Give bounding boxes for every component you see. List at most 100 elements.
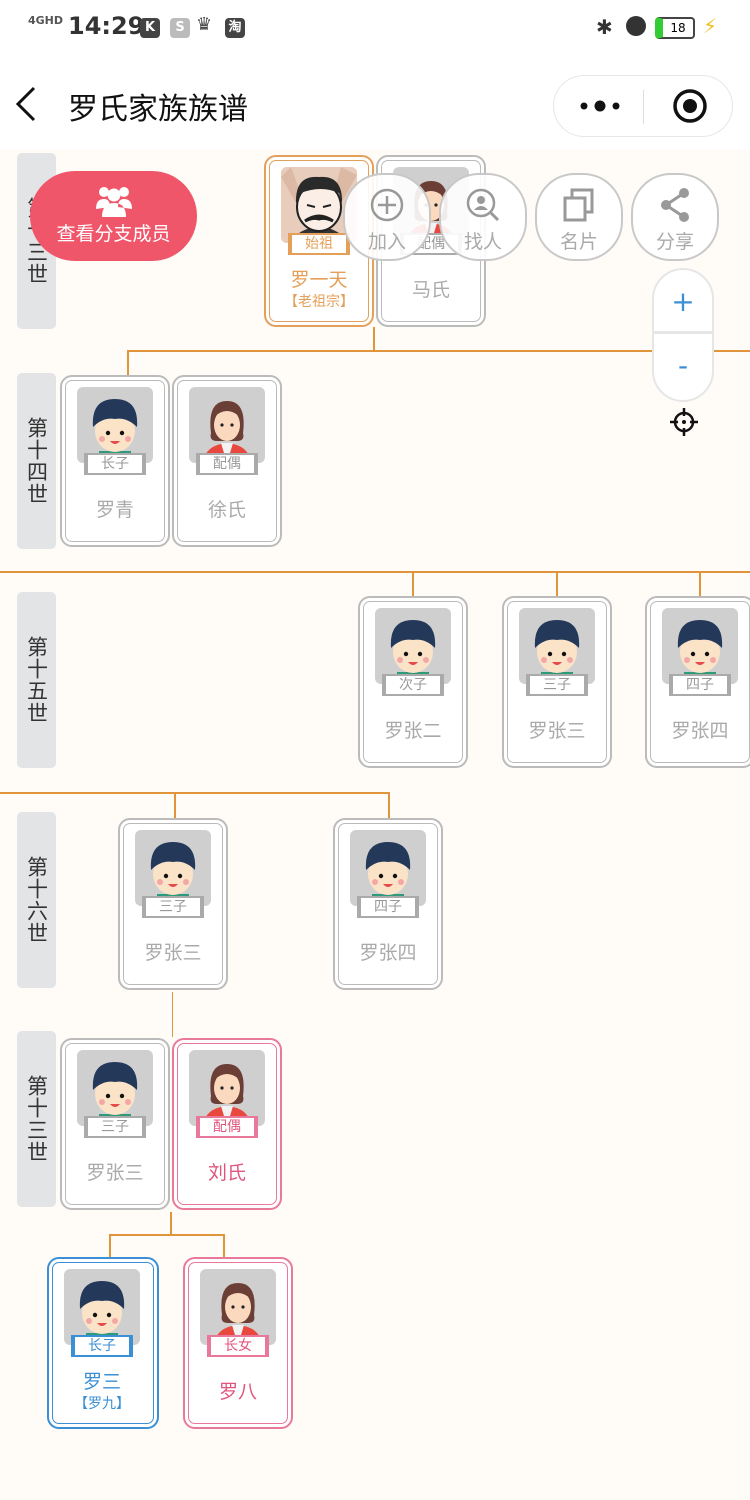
- find-person-label: 找人: [463, 231, 502, 253]
- find-person-button[interactable]: 找人: [439, 173, 527, 261]
- share-button[interactable]: 分享: [631, 173, 719, 261]
- relation-badge: 三子: [84, 1116, 146, 1138]
- target-icon[interactable]: [672, 88, 708, 124]
- member-card[interactable]: 长子 罗青: [60, 375, 170, 547]
- member-card[interactable]: 四子 罗张四: [645, 596, 750, 768]
- member-alias: 【老祖宗】: [284, 294, 354, 310]
- taobao-icon: 淘: [225, 18, 245, 38]
- s-app-icon: S: [170, 18, 190, 38]
- relation-badge: 长子: [84, 453, 146, 475]
- plus-circle-icon: [370, 188, 404, 222]
- zoom-control: + -: [652, 268, 714, 402]
- member-card[interactable]: 三子 罗张三: [502, 596, 612, 768]
- avatar: [64, 1269, 140, 1345]
- member-card[interactable]: 长子 罗三 【罗九】: [47, 1257, 159, 1429]
- avatar: [135, 830, 211, 906]
- view-branch-members-button[interactable]: 查看分支成员: [30, 171, 197, 261]
- avatar: [662, 608, 738, 684]
- member-name: 罗张三: [86, 1162, 144, 1184]
- avatar: [189, 1050, 265, 1126]
- crown-icon: ♛: [196, 14, 213, 35]
- connector-line: [0, 571, 750, 573]
- connector-line: [172, 992, 173, 1037]
- generation-label: 第十四世: [17, 373, 56, 549]
- status-bar: 4GHD 14:29 K S ♛ 淘 ✱ 18 ⚡: [0, 0, 750, 56]
- relation-badge: 三子: [142, 896, 204, 918]
- join-button[interactable]: 加入: [343, 173, 431, 261]
- zoom-out-button[interactable]: -: [677, 349, 689, 382]
- member-name: 徐氏: [207, 499, 246, 521]
- member-name: 罗青: [95, 499, 134, 521]
- member-name: 马氏: [411, 279, 450, 301]
- share-label: 分享: [655, 231, 694, 253]
- relation-badge: 配偶: [196, 453, 258, 475]
- share-icon: [661, 188, 689, 222]
- relation-badge: 四子: [357, 896, 419, 918]
- back-arrow-icon[interactable]: [14, 86, 38, 122]
- k-app-icon: K: [140, 18, 160, 38]
- connector-line: [223, 1234, 225, 1257]
- business-card-button[interactable]: 名片: [535, 173, 623, 261]
- more-dots-icon[interactable]: [578, 98, 622, 114]
- generation-label: 第十三世: [17, 1031, 56, 1207]
- generation-label: 第十五世: [17, 592, 56, 768]
- member-name: 罗八: [218, 1381, 257, 1403]
- avatar: [77, 387, 153, 463]
- connector-line: [127, 350, 750, 352]
- generation-label: 第十六世: [17, 812, 56, 988]
- connector-line: [170, 1212, 172, 1235]
- member-name: 罗张四: [671, 720, 729, 742]
- avatar: [375, 608, 451, 684]
- connector-line: [556, 571, 558, 597]
- relation-badge: 三子: [526, 674, 588, 696]
- relation-badge: 配偶: [196, 1116, 258, 1138]
- mini-program-capsule: [553, 75, 733, 137]
- relation-badge: 长女: [207, 1335, 269, 1357]
- relation-badge: 始祖: [288, 233, 350, 255]
- member-card[interactable]: 长女 罗八: [183, 1257, 293, 1429]
- member-card[interactable]: 三子 罗张三: [118, 818, 228, 990]
- search-person-icon: [466, 188, 500, 222]
- connector-line: [174, 792, 176, 818]
- capsule-divider: [643, 90, 644, 124]
- group-icon: [95, 187, 132, 217]
- network-indicator: 4GHD: [28, 14, 64, 27]
- member-card[interactable]: 三子 罗张三: [60, 1038, 170, 1210]
- connector-line: [412, 571, 414, 597]
- connector-line: [699, 571, 701, 597]
- bluetooth-icon: ✱: [596, 15, 613, 39]
- view-branch-members-label: 查看分支成员: [56, 223, 171, 245]
- member-name: 罗张三: [528, 720, 586, 742]
- member-alias: 【罗九】: [74, 1396, 130, 1412]
- avatar: [77, 1050, 153, 1126]
- alarm-icon: [626, 16, 646, 36]
- avatar: [200, 1269, 276, 1345]
- member-name: 罗三: [82, 1371, 121, 1393]
- locate-crosshair-icon[interactable]: [670, 408, 698, 436]
- connector-line: [109, 1234, 225, 1236]
- avatar: [189, 387, 265, 463]
- relation-badge: 次子: [382, 674, 444, 696]
- relation-badge: 长子: [71, 1335, 133, 1357]
- connector-line: [373, 327, 375, 352]
- member-card[interactable]: 四子 罗张四: [333, 818, 443, 990]
- connector-line: [0, 792, 390, 794]
- member-card[interactable]: 配偶 徐氏: [172, 375, 282, 547]
- battery-icon: 18: [655, 17, 695, 39]
- member-name: 罗张三: [144, 942, 202, 964]
- avatar: [519, 608, 595, 684]
- connector-line: [127, 350, 129, 375]
- business-card-label: 名片: [559, 231, 598, 253]
- member-name: 罗张四: [359, 942, 417, 964]
- member-card[interactable]: 配偶 刘氏: [172, 1038, 282, 1210]
- zoom-in-button[interactable]: +: [654, 270, 712, 334]
- member-card[interactable]: 次子 罗张二: [358, 596, 468, 768]
- relation-badge: 四子: [669, 674, 731, 696]
- member-name: 刘氏: [207, 1162, 246, 1184]
- connector-line: [109, 1234, 111, 1257]
- charging-icon: ⚡: [703, 14, 718, 38]
- connector-line: [388, 792, 390, 818]
- join-label: 加入: [367, 231, 406, 253]
- avatar: [350, 830, 426, 906]
- member-name: 罗张二: [384, 720, 442, 742]
